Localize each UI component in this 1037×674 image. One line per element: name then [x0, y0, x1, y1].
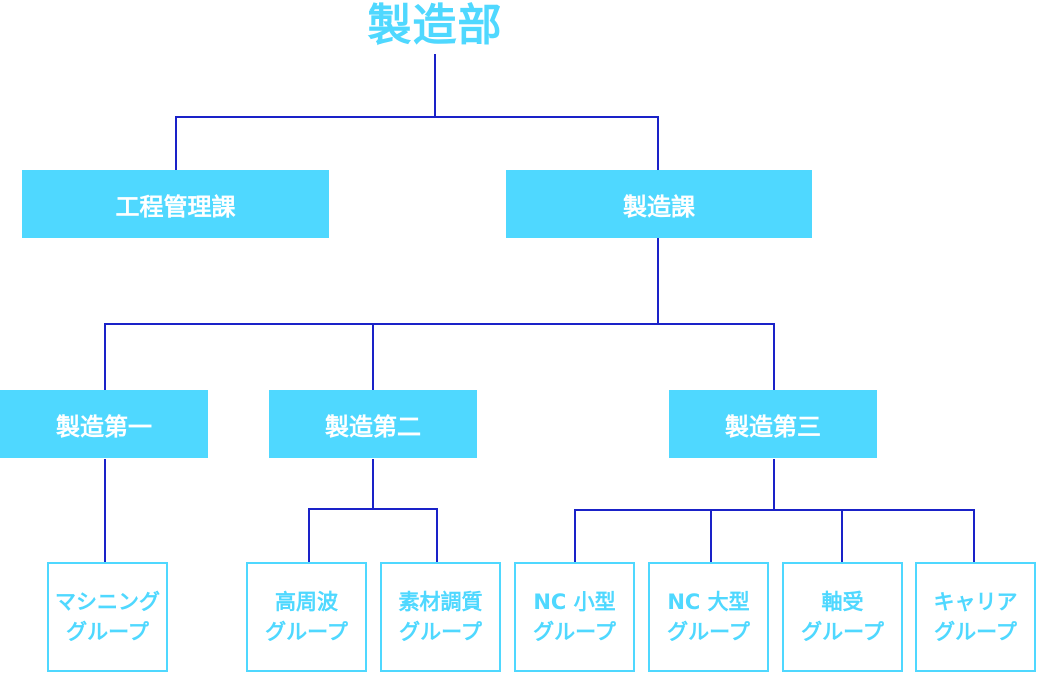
group-nc-large-line1: NC 大型 — [667, 590, 750, 614]
group-bearing-line1: 軸受 — [821, 590, 864, 614]
group-machining-line1: マシニング — [55, 590, 160, 614]
group-high-frequency: 高周波 グループ — [246, 562, 367, 672]
group-carrier-line2: グループ — [934, 620, 1017, 644]
group-material-tempering-line1: 素材調質 — [398, 590, 483, 614]
group-nc-large: NC 大型 グループ — [648, 562, 769, 672]
section-process-management: 工程管理課 — [22, 170, 329, 238]
group-carrier-line1: キャリア — [933, 590, 1018, 614]
org-title: 製造部 — [367, 0, 503, 51]
group-material-tempering-line2: グループ — [399, 620, 482, 644]
unit-third: 製造第三 — [669, 390, 877, 458]
unit-second-label: 製造第二 — [325, 412, 421, 441]
connector-units-bar — [104, 323, 775, 390]
unit-third-label: 製造第三 — [725, 412, 821, 441]
section-manufacturing-label: 製造課 — [623, 192, 695, 221]
section-process-management-label: 工程管理課 — [115, 192, 236, 221]
group-nc-small-line2: グループ — [533, 620, 616, 644]
group-nc-small-line1: NC 小型 — [533, 590, 616, 614]
group-nc-small: NC 小型 グループ — [514, 562, 635, 672]
section-manufacturing: 製造課 — [506, 170, 812, 238]
unit-second: 製造第二 — [269, 390, 477, 458]
connector-second-bar — [308, 508, 438, 562]
group-high-frequency-line2: グループ — [265, 620, 348, 644]
connector-sections-bar — [175, 116, 659, 170]
group-machining-line2: グループ — [66, 620, 149, 644]
unit-first-label: 製造第一 — [56, 412, 152, 441]
group-high-frequency-line1: 高周波 — [275, 590, 338, 614]
group-material-tempering: 素材調質 グループ — [380, 562, 501, 672]
group-bearing-line2: グループ — [801, 620, 884, 644]
unit-first: 製造第一 — [0, 390, 208, 458]
connector-third-bar — [574, 509, 975, 562]
group-nc-large-line2: グループ — [667, 620, 750, 644]
group-machining: マシニング グループ — [47, 562, 168, 672]
group-carrier: キャリア グループ — [915, 562, 1036, 672]
group-bearing: 軸受 グループ — [782, 562, 903, 672]
